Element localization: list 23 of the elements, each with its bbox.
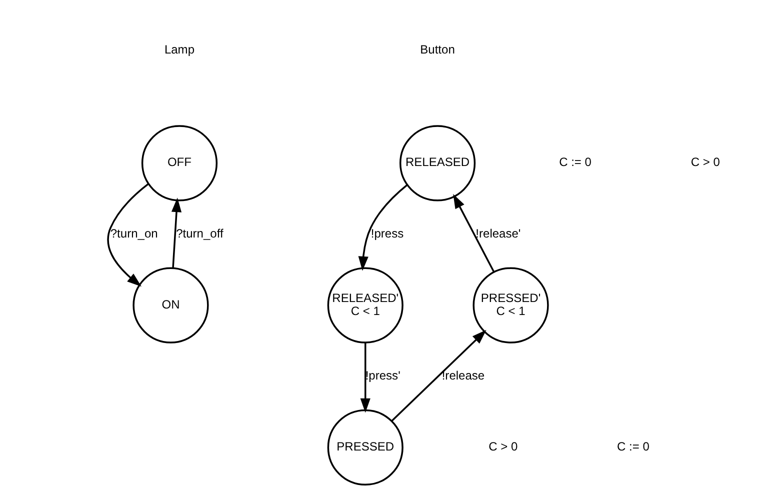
label: C := 0 — [617, 439, 650, 454]
node-circle: RELEASED' C < 1 — [327, 266, 404, 343]
label: C > 0 — [690, 154, 720, 169]
label: Button — [420, 42, 455, 56]
label: C > 0 — [488, 439, 518, 454]
label: Lamp — [164, 42, 195, 56]
arrow — [171, 197, 182, 268]
arrow — [360, 342, 370, 412]
node-circle: ON — [132, 266, 209, 343]
edge-label: !release' — [476, 226, 521, 240]
edge-label: !press — [370, 226, 404, 240]
node-circle: PRESSED — [327, 408, 404, 485]
edge-label: ?turn_off — [176, 226, 224, 240]
edge-label: ?turn_on — [110, 226, 158, 240]
arrow — [358, 184, 408, 270]
node-circle: OFF — [141, 124, 218, 201]
node-circle: RELEASED — [399, 124, 476, 201]
arrow — [107, 182, 149, 286]
arrow — [391, 329, 486, 421]
edge-label: !release — [442, 368, 485, 382]
edge-label: !press' — [365, 368, 400, 382]
label: C := 0 — [559, 154, 592, 169]
arrow — [453, 194, 495, 272]
